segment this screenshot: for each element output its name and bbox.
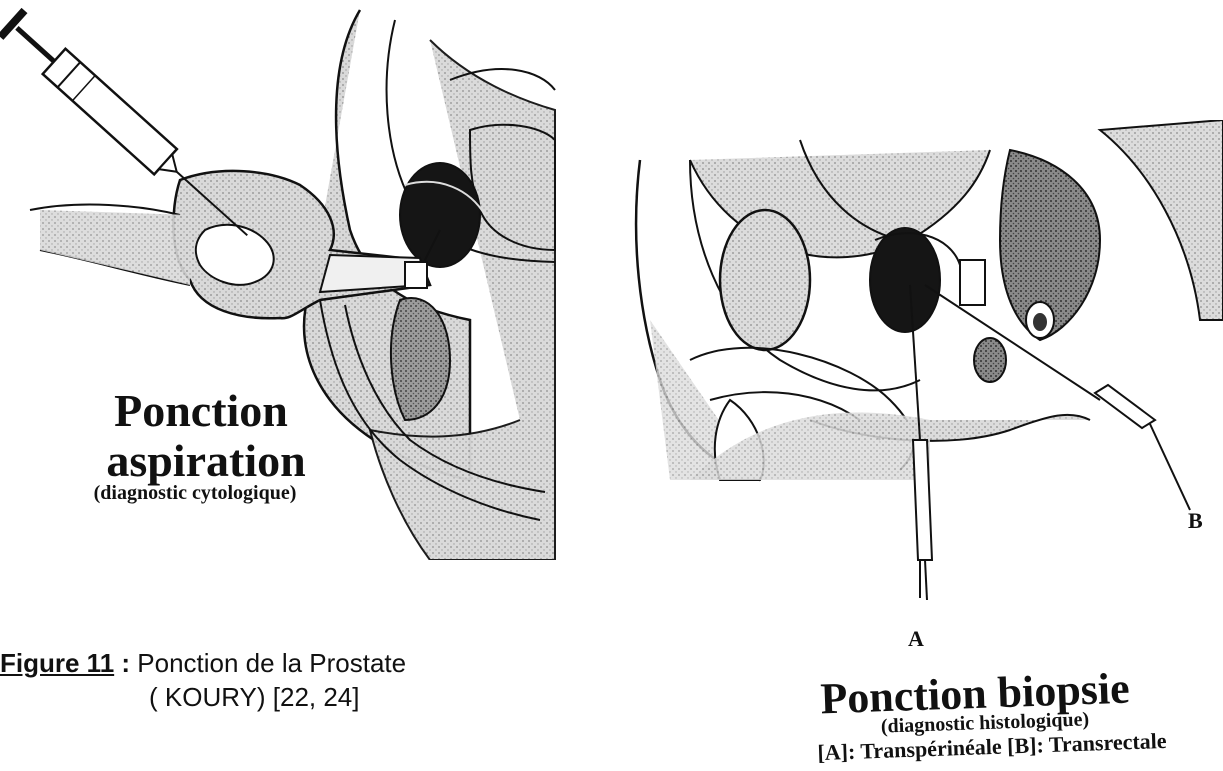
caption-separator: :: [114, 648, 137, 678]
caption-line2: ( KOURY) [22, 24]: [149, 682, 360, 713]
left-subtitle: (diagnostic cytologique): [30, 482, 360, 505]
biopsy-illustration: [630, 120, 1223, 600]
figure-label: Figure 11: [0, 648, 114, 678]
left-title-line1: Ponction: [86, 388, 316, 434]
label-b: B: [1188, 508, 1203, 534]
figure-caption: Figure 11 : Ponction de la Prostate: [0, 648, 406, 680]
label-a: A: [908, 626, 924, 652]
prostate-mass: [400, 163, 480, 267]
caption-line1: Ponction de la Prostate: [137, 648, 406, 678]
left-title-line2: aspiration: [106, 438, 306, 484]
prostate-mass-right: [870, 228, 940, 332]
